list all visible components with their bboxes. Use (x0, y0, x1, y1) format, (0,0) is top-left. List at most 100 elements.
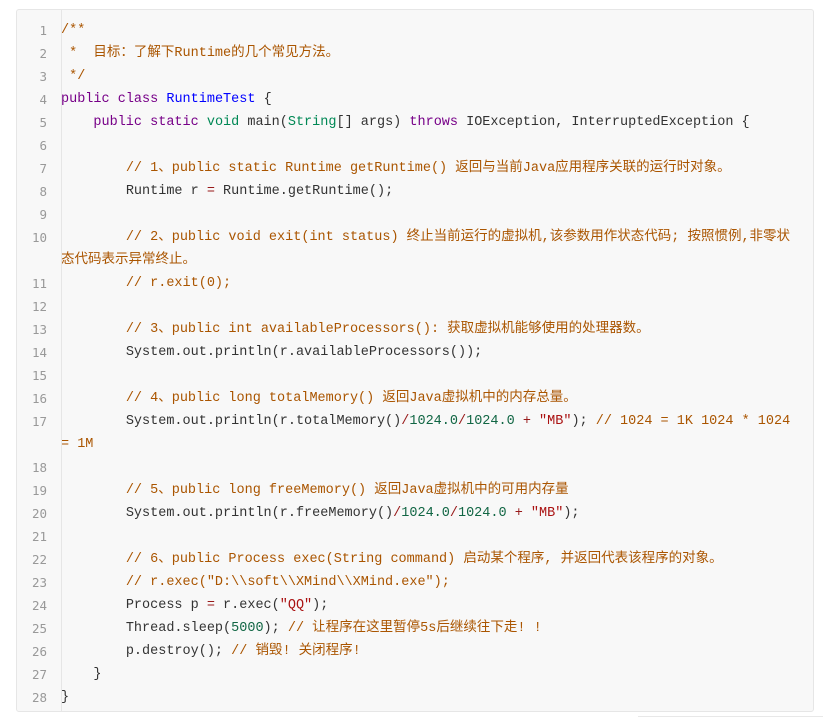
code-token-plain: IOException, InterruptedException { (458, 115, 750, 130)
code-token-op: + (514, 506, 523, 521)
code-text: * 目标：了解下Runtime的几个常见方法。 (47, 42, 813, 65)
code-token-op: / (393, 506, 402, 521)
code-token-plain (507, 506, 515, 521)
code-line: 17 System.out.println(r.totalMemory()/10… (17, 410, 813, 456)
code-token-def: RuntimeTest (166, 92, 256, 107)
code-token-plain: Process p (61, 598, 207, 613)
code-text: } (47, 686, 813, 709)
code-token-plain: System.out.println(r.freeMemory() (61, 506, 394, 521)
code-token-number: 5000 (231, 621, 264, 636)
line-number: 27 (31, 667, 47, 682)
code-token-comment: // 3、public int availableProcessors(): 获… (125, 322, 650, 337)
code-line: 18​ (17, 456, 813, 479)
code-token-plain (61, 552, 126, 567)
line-number: 8 (39, 184, 47, 199)
code-text: // 4、public long totalMemory() 返回Java虚拟机… (47, 387, 813, 410)
code-line: 23 // r.exec("D:\\soft\\XMind\\XMind.exe… (17, 571, 813, 594)
line-number: 24 (31, 598, 47, 613)
code-token-type: String (287, 115, 337, 130)
code-text: // 5、public long freeMemory() 返回Java虚拟机中… (47, 479, 813, 502)
code-token-plain: [] args) (336, 115, 410, 130)
code-text: // r.exec("D:\\soft\\XMind\\XMind.exe"); (47, 571, 813, 594)
line-number: 18 (31, 460, 47, 475)
line-number: 17 (31, 414, 47, 429)
line-number: 1 (39, 23, 47, 38)
code-line: 22 // 6、public Process exec(String comma… (17, 548, 813, 571)
code-text: System.out.println(r.totalMemory()/1024.… (47, 410, 813, 456)
code-token-plain: p.destroy(); (61, 644, 232, 659)
code-line: 2 * 目标：了解下Runtime的几个常见方法。 (17, 42, 813, 65)
code-token-op: / (449, 506, 458, 521)
code-token-comment: // r.exec("D:\\soft\\XMind\\XMind.exe"); (125, 575, 450, 590)
code-token-comment: // 4、public long totalMemory() 返回Java虚拟机… (125, 391, 577, 406)
code-token-plain: ); (312, 598, 329, 613)
line-number: 4 (39, 92, 47, 107)
code-line: 9​ (17, 203, 813, 226)
code-token-keyword: static (150, 115, 199, 130)
code-token-number: 1024.0 (401, 506, 450, 521)
code-token-keyword: public (61, 92, 110, 107)
line-number: 6 (39, 138, 47, 153)
code-text: // 6、public Process exec(String command)… (47, 548, 813, 571)
line-number: 21 (31, 529, 47, 544)
code-token-number: 1024.0 (409, 414, 458, 429)
code-line: 12​ (17, 295, 813, 318)
code-token-op: = (206, 598, 215, 613)
code-token-plain: } (61, 690, 70, 705)
code-text: public static void main(String[] args) t… (47, 111, 813, 134)
line-number: 23 (31, 575, 47, 590)
code-token-plain (61, 575, 126, 590)
code-line: 7 // 1、public static Runtime getRuntime(… (17, 157, 813, 180)
code-token-comment: // 销毁! 关闭程序! (231, 644, 361, 659)
code-line: 20 System.out.println(r.freeMemory()/102… (17, 502, 813, 525)
code-token-plain (110, 92, 118, 107)
code-token-plain (61, 322, 126, 337)
code-token-op: + (522, 414, 531, 429)
line-number: 22 (31, 552, 47, 567)
code-token-comment: // 让程序在这里暂停5s后继续往下走! ! (287, 621, 542, 636)
code-text: p.destroy(); // 销毁! 关闭程序! (47, 640, 813, 663)
code-token-comment: // r.exit(0); (125, 276, 232, 291)
code-token-plain: Runtime.getRuntime(); (214, 184, 394, 199)
line-number: 10 (31, 230, 47, 245)
code-token-plain: Runtime r (61, 184, 207, 199)
code-token-comment: // 6、public Process exec(String command)… (125, 552, 723, 567)
code-line: 8 Runtime r = Runtime.getRuntime(); (17, 180, 813, 203)
code-token-op: = (206, 184, 215, 199)
code-token-plain (61, 230, 126, 245)
code-text: */ (47, 65, 813, 88)
code-token-number: 1024.0 (466, 414, 515, 429)
code-line: 5 public static void main(String[] args)… (17, 111, 813, 134)
code-token-plain (515, 414, 523, 429)
code-token-comment: */ (61, 69, 86, 84)
code-line: 15​ (17, 364, 813, 387)
code-token-string: "MB" (539, 414, 572, 429)
line-number: 16 (31, 391, 47, 406)
code-line: 28} (17, 686, 813, 709)
code-line: 11 // r.exit(0); (17, 272, 813, 295)
code-token-plain: System.out.println(r.availableProcessors… (61, 345, 483, 360)
line-number: 3 (39, 69, 47, 84)
code-token-plain (523, 506, 531, 521)
code-text: // 2、public void exit(int status) 终止当前运行… (47, 226, 813, 272)
code-line: 10 // 2、public void exit(int status) 终止当… (17, 226, 813, 272)
code-line: 16 // 4、public long totalMemory() 返回Java… (17, 387, 813, 410)
code-token-comment: * 目标：了解下Runtime的几个常见方法。 (61, 46, 340, 61)
code-line: 13 // 3、public int availableProcessors()… (17, 318, 813, 341)
line-number: 12 (31, 299, 47, 314)
code-token-keyword: class (117, 92, 159, 107)
code-token-plain (199, 115, 207, 130)
code-token-plain (61, 276, 126, 291)
code-line: 27 } (17, 663, 813, 686)
code-token-plain (61, 391, 126, 406)
code-token-plain: ); (263, 621, 288, 636)
line-number: 11 (31, 276, 47, 291)
line-number: 26 (31, 644, 47, 659)
line-number: 20 (31, 506, 47, 521)
code-token-op: / (457, 414, 467, 429)
code-text: ​ (47, 134, 813, 157)
code-text: // 1、public static Runtime getRuntime() … (47, 157, 813, 180)
code-token-plain (61, 115, 93, 130)
